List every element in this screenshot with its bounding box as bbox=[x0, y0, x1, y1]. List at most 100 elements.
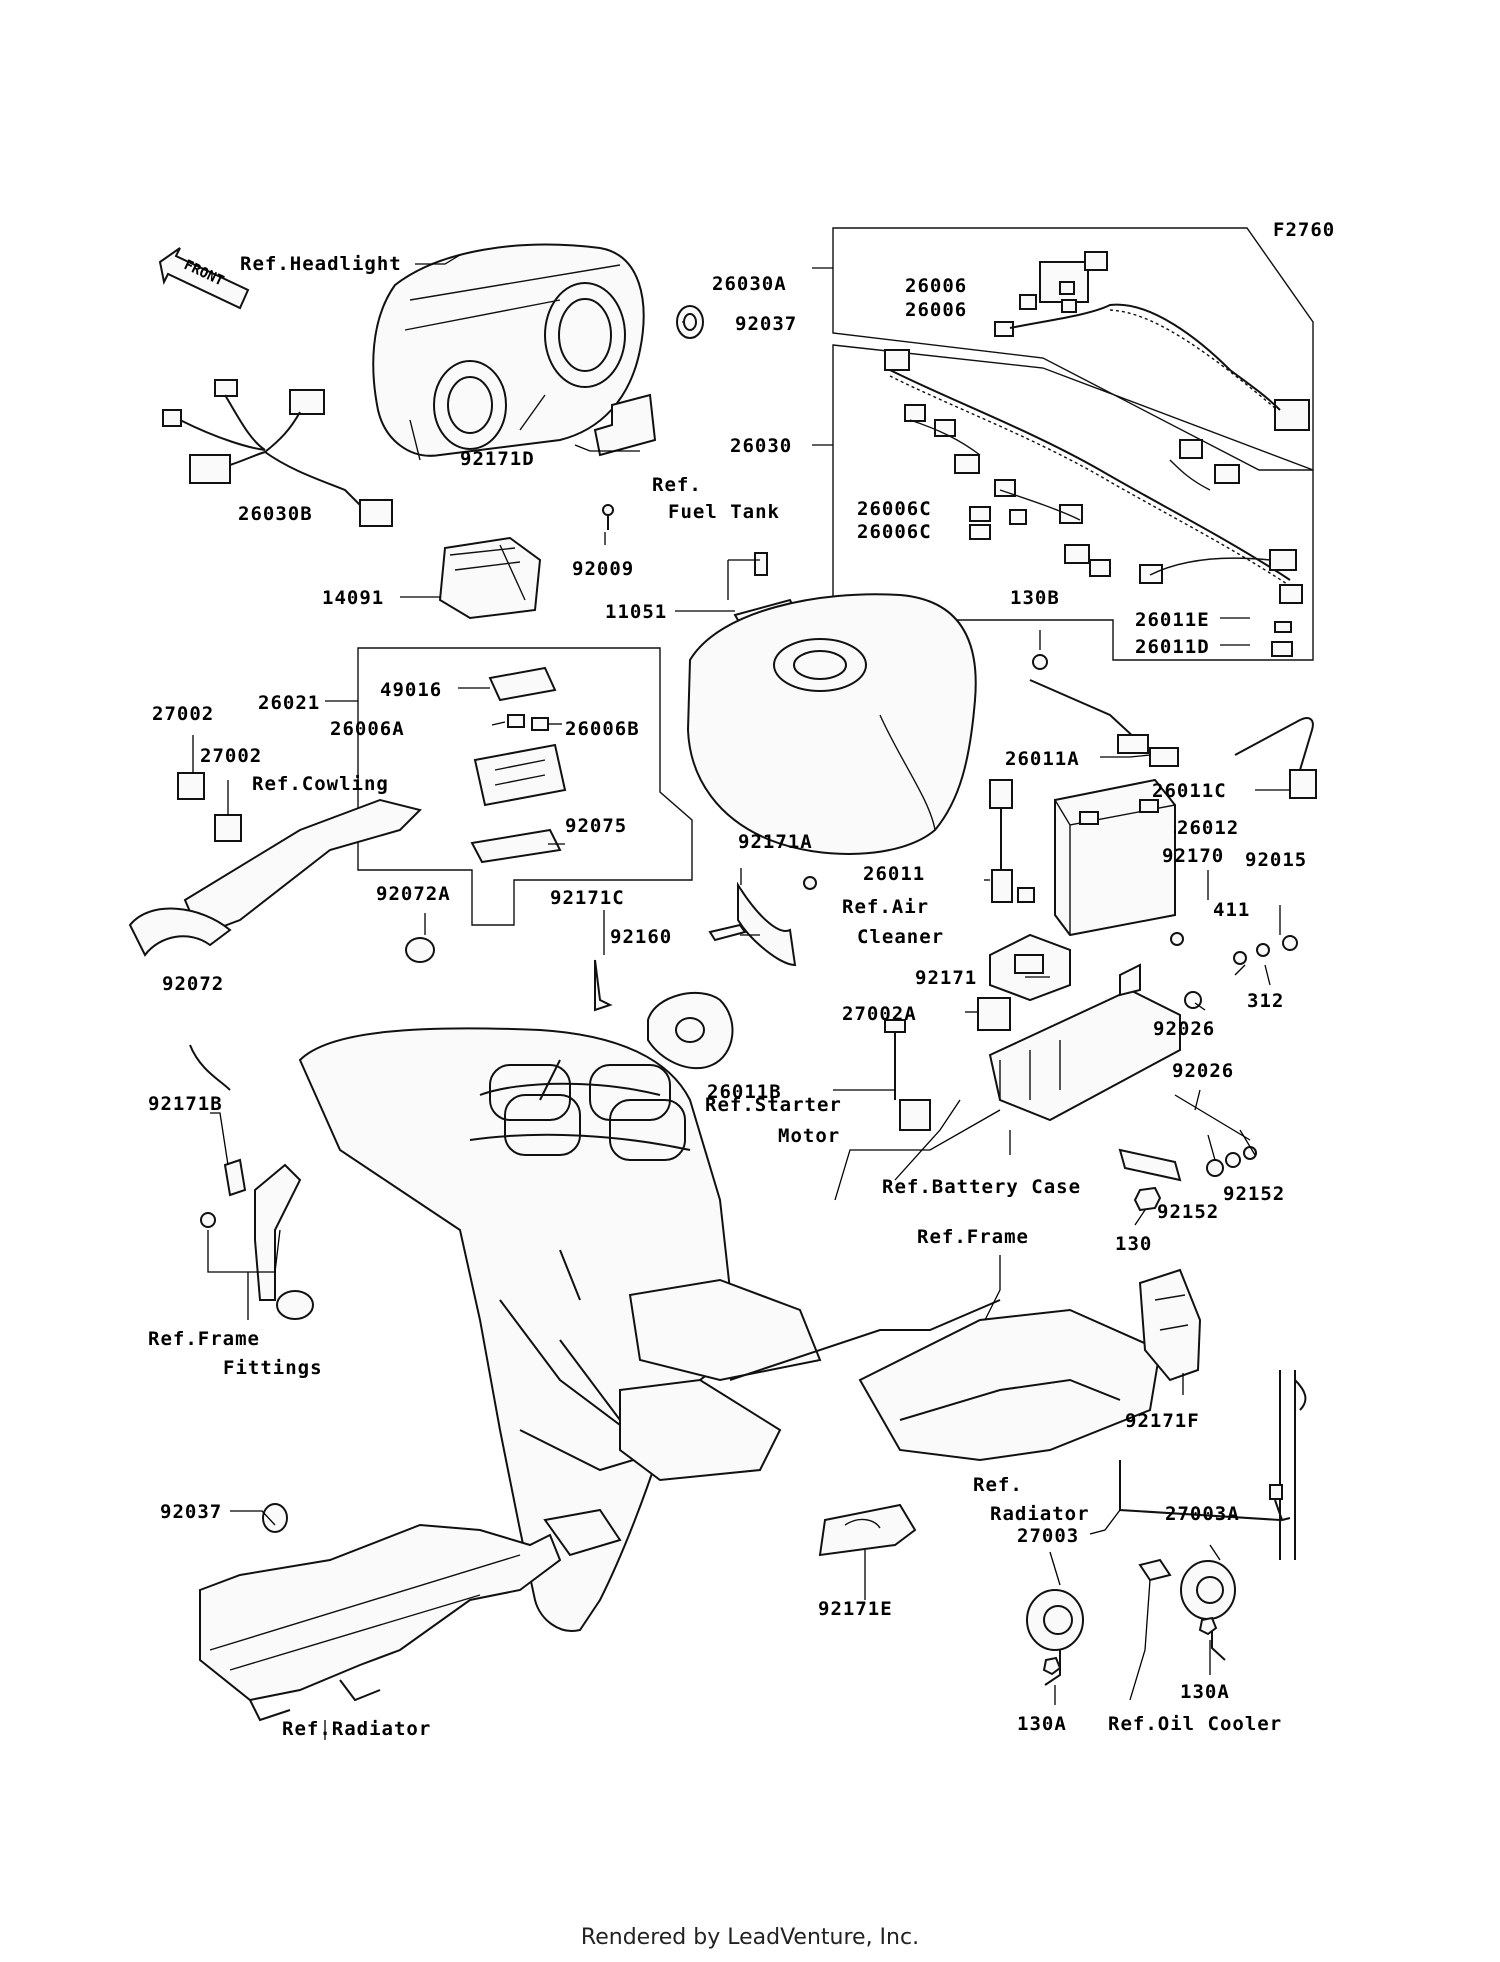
frame-fittings bbox=[200, 1163, 314, 1320]
label-ref-radiator-2: Ref.Radiator bbox=[282, 1718, 431, 1740]
label-14091: 14091 bbox=[322, 587, 384, 609]
connector-26006c bbox=[969, 506, 991, 540]
label-49016: 49016 bbox=[380, 679, 442, 701]
label-92171b: 92171B bbox=[148, 1093, 223, 1115]
radiator-bracket bbox=[1119, 1370, 1307, 1582]
label-ref-fuel: Ref. bbox=[652, 474, 702, 496]
clip-92171c bbox=[594, 959, 613, 1012]
fuel-tank bbox=[686, 593, 977, 855]
pad-92075 bbox=[470, 828, 562, 864]
label-92037-top: 92037 bbox=[735, 313, 797, 335]
figure-code: F2760 bbox=[1273, 219, 1335, 241]
group-26021 bbox=[357, 647, 693, 926]
grommet-92072a bbox=[405, 937, 435, 963]
label-26006-1: 26006 bbox=[905, 275, 967, 297]
label-92026-1: 92026 bbox=[1153, 1018, 1215, 1040]
label-92160: 92160 bbox=[610, 926, 672, 948]
ecu-14091 bbox=[438, 536, 542, 620]
front-arrow-icon: FRONT bbox=[158, 247, 250, 310]
label-26011b: 26011B bbox=[707, 1081, 782, 1103]
air-cleaner-grommet bbox=[647, 991, 734, 1070]
label-92171f: 92171F bbox=[1125, 1410, 1200, 1432]
label-ref-cowling: Ref.Cowling bbox=[252, 773, 389, 795]
label-26021: 26021 bbox=[258, 692, 320, 714]
label-27002-2: 27002 bbox=[200, 745, 262, 767]
label-26030a: 26030A bbox=[712, 273, 787, 295]
cowling-bracket bbox=[128, 798, 422, 957]
label-26011e: 26011E bbox=[1135, 609, 1210, 631]
label-92037-bottom: 92037 bbox=[160, 1501, 222, 1523]
label-ref-radiator-1b: Radiator bbox=[990, 1503, 1090, 1525]
band-92072 bbox=[189, 1044, 231, 1091]
main-harness-26030 bbox=[832, 344, 1314, 661]
label-27002-1: 27002 bbox=[152, 703, 214, 725]
leader-lines bbox=[192, 254, 1290, 1740]
label-92026-2: 92026 bbox=[1172, 1060, 1234, 1082]
label-26011d: 26011D bbox=[1135, 636, 1210, 658]
starter-cable-26011b bbox=[884, 1019, 931, 1131]
label-26012: 26012 bbox=[1177, 817, 1239, 839]
battery-26012 bbox=[1054, 778, 1176, 937]
label-130b: 130B bbox=[1010, 587, 1060, 609]
label-26011: 26011 bbox=[863, 863, 925, 885]
cable-26011 bbox=[989, 779, 1035, 903]
sub-harness-26030b bbox=[162, 379, 393, 527]
bracket-92171a bbox=[737, 876, 817, 967]
grommet-92037-top bbox=[676, 305, 704, 339]
battery-case bbox=[988, 963, 1181, 1122]
label-11051: 11051 bbox=[605, 601, 667, 623]
screw-92009 bbox=[602, 504, 614, 530]
under-cover bbox=[199, 1523, 562, 1722]
label-130: 130 bbox=[1115, 1233, 1152, 1255]
battery-cable-26011a bbox=[1029, 654, 1179, 767]
label-26030: 26030 bbox=[730, 435, 792, 457]
relay-27002a bbox=[977, 997, 1011, 1031]
label-ref-frame-top: Ref.Frame bbox=[917, 1226, 1029, 1248]
label-26006c-1: 26006C bbox=[857, 498, 932, 520]
footer-credit: Rendered by LeadVenture, Inc. bbox=[580, 1925, 920, 1950]
bracket-92171 bbox=[989, 933, 1071, 1002]
label-92152-1: 92152 bbox=[1223, 1183, 1285, 1205]
lead-26011c bbox=[1234, 717, 1317, 799]
horn-27003a bbox=[1180, 1560, 1236, 1661]
relay-box bbox=[473, 743, 567, 807]
label-26006b: 26006B bbox=[565, 718, 640, 740]
label-411: 411 bbox=[1213, 899, 1250, 921]
relay-27002 bbox=[177, 772, 242, 842]
label-ref-air: Ref.Air bbox=[842, 896, 929, 918]
harness-box-26030a bbox=[832, 227, 1314, 471]
label-130a-2: 130A bbox=[1180, 1681, 1230, 1703]
label-92152-2: 92152 bbox=[1157, 1201, 1219, 1223]
label-92171e: 92171E bbox=[818, 1598, 893, 1620]
label-ref-frame-fit: Ref.Frame bbox=[148, 1328, 260, 1350]
label-26006a: 26006A bbox=[330, 718, 405, 740]
label-27003a: 27003A bbox=[1165, 1503, 1240, 1525]
label-92072: 92072 bbox=[162, 973, 224, 995]
label-ref-headlight: Ref.Headlight bbox=[240, 253, 402, 275]
label-92171d: 92171D bbox=[460, 448, 535, 470]
label-ref-starter: Ref.Starter bbox=[705, 1094, 842, 1116]
label-92072a: 92072A bbox=[376, 883, 451, 905]
label-26006c-2: 26006C bbox=[857, 521, 932, 543]
label-92171: 92171 bbox=[915, 967, 977, 989]
part-labels: F2760 Ref.Headlight 26030A 92037 26006 2… bbox=[148, 219, 1335, 1740]
washers bbox=[1118, 932, 1298, 1182]
bolt-130 bbox=[1133, 1186, 1162, 1212]
label-92170: 92170 bbox=[1162, 845, 1224, 867]
label-ref-frame-fit-2: Fittings bbox=[223, 1357, 323, 1379]
label-92171a: 92171A bbox=[738, 831, 813, 853]
label-130a-1: 130A bbox=[1017, 1713, 1067, 1735]
grommet-92037-bottom bbox=[262, 1503, 288, 1533]
horn-bolts bbox=[1042, 1616, 1218, 1676]
label-ref-fuel-2: Fuel Tank bbox=[668, 501, 780, 523]
label-92075: 92075 bbox=[565, 815, 627, 837]
clamp-92171b bbox=[223, 1158, 247, 1197]
label-ref-starter-2: Motor bbox=[778, 1125, 840, 1147]
label-ref-battery: Ref.Battery Case bbox=[882, 1176, 1081, 1198]
label-312: 312 bbox=[1247, 990, 1284, 1012]
label-26006-2: 26006 bbox=[905, 299, 967, 321]
label-26030b: 26030B bbox=[238, 503, 313, 525]
pad-92171e bbox=[818, 1503, 917, 1557]
